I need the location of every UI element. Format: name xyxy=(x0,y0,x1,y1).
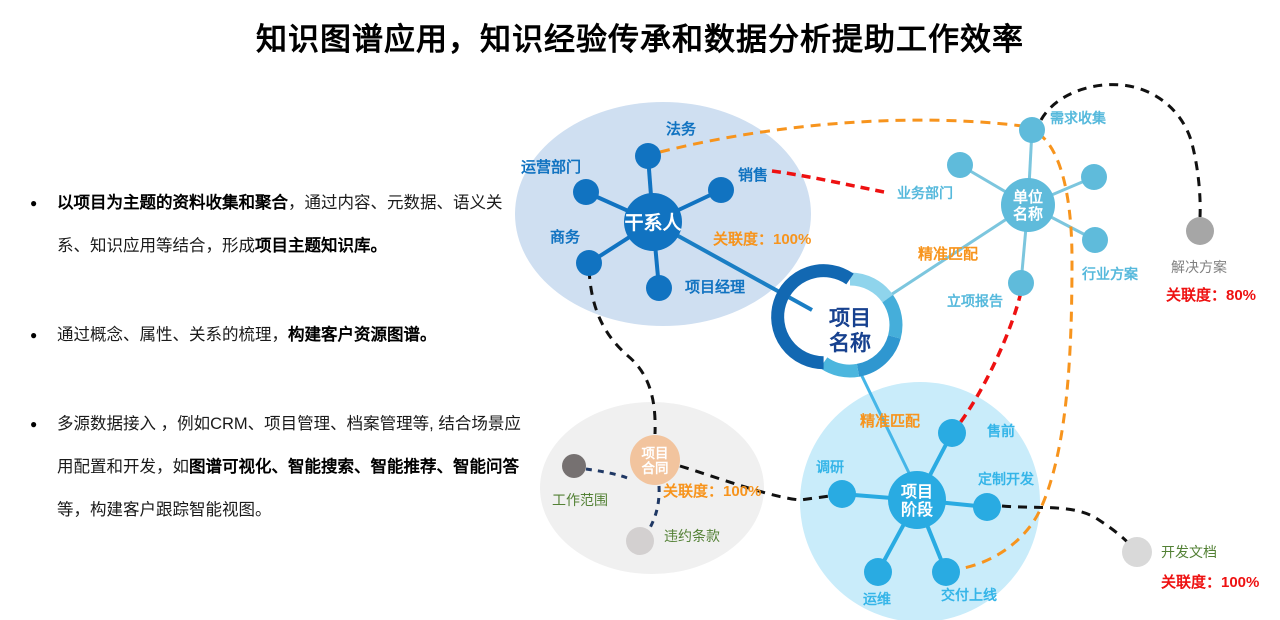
om-label: 运维 xyxy=(863,591,891,607)
bullet-item-2: 通过概念、属性、关系的梳理，构建客户资源图谱。 xyxy=(30,314,522,357)
operations-label: 运营部门 xyxy=(521,158,581,176)
devdoc-node xyxy=(1122,537,1152,567)
scope-node xyxy=(562,454,586,478)
black-dashed-requirements-to-solution xyxy=(1039,83,1202,218)
om-node xyxy=(864,558,892,586)
edge-org-project xyxy=(885,203,1029,300)
project-center-label: 项目名称 xyxy=(829,307,871,355)
phase-center-label: 项目阶段 xyxy=(901,483,934,519)
industry-label: 行业方案 xyxy=(1081,266,1139,282)
solution-node xyxy=(1186,217,1214,245)
bullet-item-3: 多源数据接入 ，例如CRM、项目管理、档案管理等, 结合场景应用配置和开发，如图… xyxy=(30,403,522,532)
bullet2-text: 通过概念、属性、关系的梳理， xyxy=(57,326,288,344)
pm-node xyxy=(646,275,672,301)
devdoc-label: 开发文档 xyxy=(1161,544,1217,560)
presales-label: 售前 xyxy=(986,423,1015,439)
custom-dev-node xyxy=(973,493,1001,521)
navy-dashed-contract-to-scope xyxy=(585,467,631,481)
solution-label: 解决方案 xyxy=(1171,259,1227,275)
legal-label: 法务 xyxy=(666,120,697,138)
presales-node xyxy=(938,419,966,447)
edge-project-phase xyxy=(858,371,912,476)
bullet3-text-lead: 多源数据接入 ，例如CRM、项目管理、档案管理等, 结合场景应用配置和开发，如 xyxy=(57,415,521,476)
bullet-list: 以项目为主题的资料收集和聚合，通过内容、元数据、语义关系、知识应用等结合，形成项… xyxy=(30,182,522,578)
phase-match-label: 精准匹配 xyxy=(860,412,920,430)
operations-node xyxy=(573,179,599,205)
bizdept-node xyxy=(947,152,973,178)
project-ring xyxy=(771,264,903,378)
research-node xyxy=(828,480,856,508)
org-satellite-node xyxy=(1081,164,1107,190)
research-label: 调研 xyxy=(816,459,844,475)
project-ring-inner xyxy=(811,286,889,364)
business-label: 商务 xyxy=(550,228,581,246)
sales-label: 销售 xyxy=(738,166,768,184)
black-dashed-business-to-contract xyxy=(587,269,657,435)
solution-relevance-label: 关联度：80% xyxy=(1166,286,1256,304)
bullet1-text: ，通过内容、元数据、语义关系、知识应用等结合，形成 xyxy=(57,194,503,255)
bizdept-label: 业务部门 xyxy=(897,185,953,201)
stakeholder-center-node xyxy=(624,193,682,251)
orange-dashed-legal-to-requirements xyxy=(659,118,1031,154)
page-title: 知识图谱应用，知识经验传承和数据分析提助工作效率 xyxy=(256,22,1024,57)
delivery-node xyxy=(932,558,960,586)
requirements-node xyxy=(1019,117,1045,143)
contract-relevance-label: 关联度：100% xyxy=(663,482,761,500)
devdoc-relevance-label: 关联度：100% xyxy=(1161,573,1259,591)
bullet2-bold: 构建客户资源图谱。 xyxy=(288,326,437,344)
breach-label: 违约条款 xyxy=(664,528,720,544)
bullet1-bold-tail: 项目主题知识库。 xyxy=(255,237,387,255)
report-node xyxy=(1008,270,1034,296)
contract-center-node xyxy=(630,435,680,485)
bullet3-bold: 图谱可视化、智能搜索、智能推荐、智能问答 xyxy=(189,458,519,476)
requirements-label: 需求收集 xyxy=(1050,110,1107,126)
orange-dashed-requirements-to-delivery xyxy=(963,131,1074,570)
scope-label: 工作范围 xyxy=(552,492,608,508)
contract-cluster-bg xyxy=(540,402,764,574)
custom-dev-label: 定制开发 xyxy=(978,471,1035,487)
black-dashed-custom-to-devdoc xyxy=(1001,504,1132,546)
phase-center-node xyxy=(888,471,946,529)
org-satellite-nodes xyxy=(947,117,1108,296)
bullet3-text-tail: 等，构建客户跟踪智能视图。 xyxy=(57,501,272,519)
industry-node xyxy=(1082,227,1108,253)
phase-satellite-nodes xyxy=(828,419,1001,586)
org-center-label: 单位名称 xyxy=(1013,188,1043,223)
breach-node xyxy=(626,527,654,555)
bullet1-bold-lead: 以项目为主题的资料收集和聚合 xyxy=(57,194,288,212)
report-label: 立项报告 xyxy=(947,293,1003,309)
pm-label: 项目经理 xyxy=(685,278,745,296)
delivery-label: 交付上线 xyxy=(941,587,997,603)
contract-center-label: 项目合同 xyxy=(642,446,669,476)
org-center-node xyxy=(1001,178,1055,232)
sales-node xyxy=(708,177,734,203)
stakeholder-relevance-label: 关联度：100% xyxy=(713,230,811,248)
black-dashed-contract-to-research xyxy=(679,464,831,502)
stakeholder-satellite-nodes xyxy=(573,143,734,301)
org-match-label: 精准匹配 xyxy=(918,245,978,263)
navy-dashed-contract-to-breach xyxy=(645,485,661,534)
stakeholder-center-label: 干系人 xyxy=(624,212,682,234)
bullet-item-1: 以项目为主题的资料收集和聚合，通过内容、元数据、语义关系、知识应用等结合，形成项… xyxy=(30,182,522,268)
legal-node xyxy=(635,143,661,169)
business-node xyxy=(576,250,602,276)
